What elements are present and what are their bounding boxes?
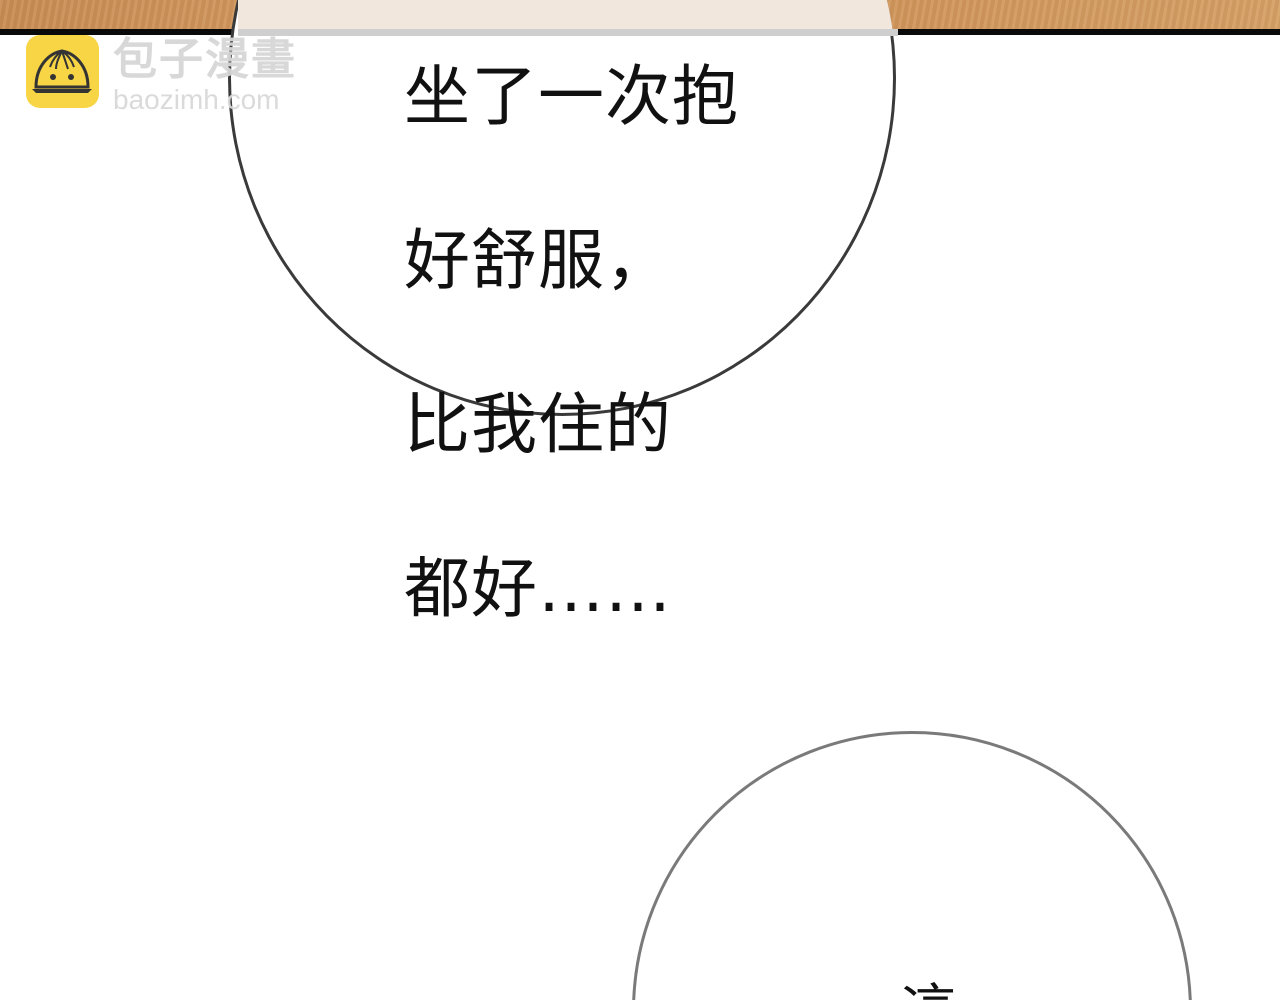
speech-bubble-1-text: 坐了一次抱得 好舒服， 比我住的 都好…… bbox=[404, 0, 764, 712]
speech-bubble-2 bbox=[632, 731, 1192, 1000]
site-watermark: 包子漫畫 baozimh.com bbox=[26, 35, 297, 115]
watermark-domain: baozimh.com bbox=[113, 84, 280, 115]
speech-bubble-2-text: 這 bbox=[900, 982, 956, 1000]
bubble-line-1: 好舒服， bbox=[404, 222, 672, 299]
watermark-title: 包子漫畫 bbox=[113, 34, 297, 85]
bubble-line-3: 都好…… bbox=[404, 550, 672, 627]
bubble-line-2: 比我住的 bbox=[404, 386, 672, 463]
cropped-text-line: 坐了一次抱得 bbox=[404, 58, 739, 135]
bun-mascot-icon bbox=[26, 35, 99, 108]
speech-bubble-1-top-overlay bbox=[238, 0, 898, 36]
watermark-text: 包子漫畫 baozimh.com bbox=[113, 35, 297, 115]
